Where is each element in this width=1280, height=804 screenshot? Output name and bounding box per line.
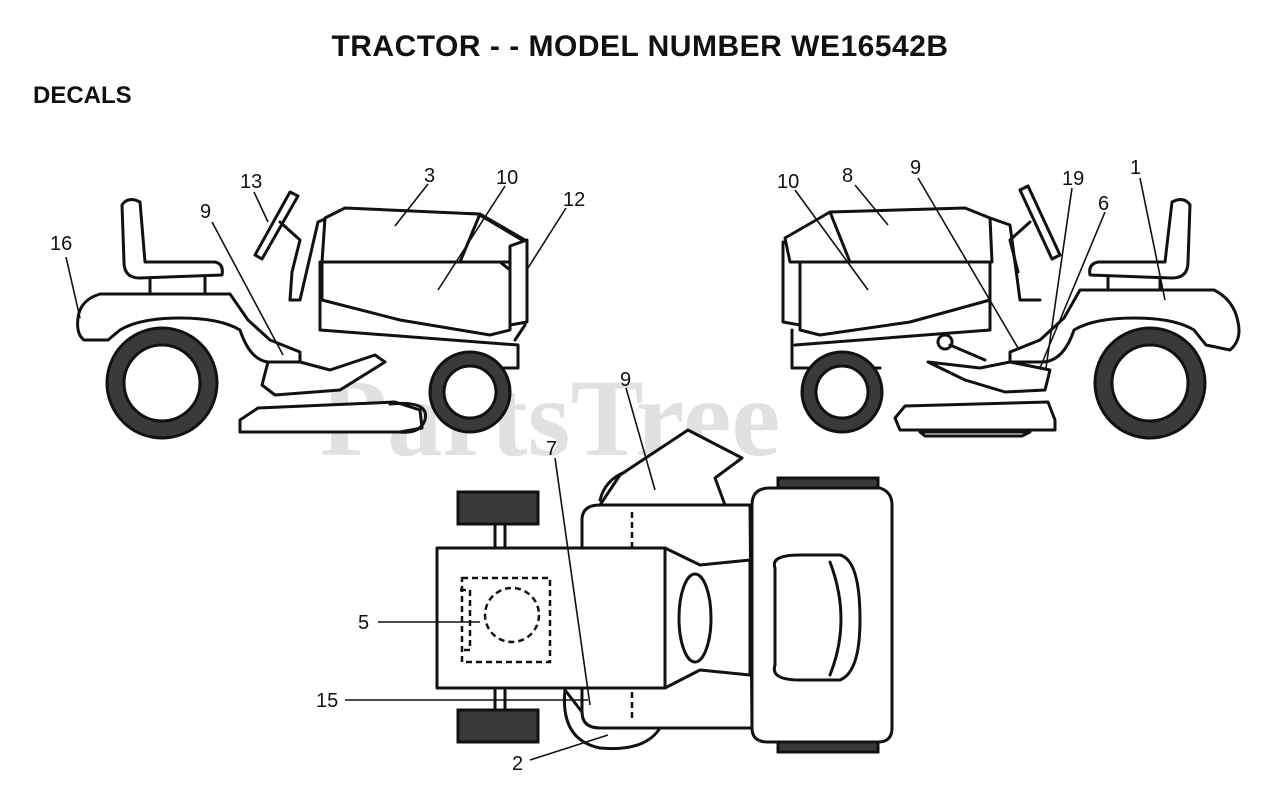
tractor-left-side-view bbox=[76, 190, 529, 440]
callout-left-3: 3 bbox=[424, 165, 435, 187]
callout-left-9: 9 bbox=[200, 201, 211, 223]
callout-right-1: 1 bbox=[1130, 157, 1141, 179]
top-hood-decal-outline bbox=[460, 576, 552, 664]
top-seat bbox=[772, 553, 862, 682]
callout-left-13: 13 bbox=[240, 171, 262, 193]
left-footboard bbox=[260, 353, 387, 397]
left-grille bbox=[508, 238, 529, 327]
tractor-right-side-view bbox=[781, 184, 1241, 440]
tractor-top-view bbox=[435, 428, 894, 754]
left-rear-fender bbox=[76, 292, 302, 364]
left-steering-wheel bbox=[253, 190, 300, 261]
callout-right-19: 19 bbox=[1062, 168, 1084, 190]
callout-top-5: 5 bbox=[358, 612, 369, 634]
callout-right-8: 8 bbox=[842, 165, 853, 187]
top-engine-cap bbox=[677, 572, 713, 664]
callout-labels: 16 13 9 3 10 12 10 8 9 19 1 6 9 7 5 15 2 bbox=[50, 157, 1141, 775]
right-hood bbox=[783, 206, 994, 264]
top-front-right-tire bbox=[456, 708, 540, 744]
left-mower-deck bbox=[238, 400, 424, 434]
right-footboard bbox=[926, 360, 1052, 394]
leader-lines bbox=[65, 177, 1166, 761]
callout-left-16: 16 bbox=[50, 233, 72, 255]
callout-top-2: 2 bbox=[512, 753, 523, 775]
top-front-left-tire bbox=[456, 490, 540, 526]
right-seat bbox=[1088, 198, 1192, 280]
callout-top-7: 7 bbox=[546, 438, 557, 460]
page-title: TRACTOR - - MODEL NUMBER WE16542B bbox=[331, 30, 949, 63]
callout-top-15: 15 bbox=[316, 690, 338, 712]
callout-right-10: 10 bbox=[777, 171, 799, 193]
left-hood bbox=[320, 206, 524, 264]
left-seat bbox=[120, 198, 224, 280]
right-steering-wheel bbox=[1018, 184, 1062, 261]
section-heading: DECALS bbox=[33, 82, 132, 109]
callout-left-10: 10 bbox=[496, 167, 518, 189]
top-hood bbox=[435, 546, 752, 690]
callout-right-6: 6 bbox=[1098, 193, 1109, 215]
right-rear-fender bbox=[1008, 288, 1241, 364]
right-mower-deck bbox=[893, 400, 1057, 432]
callout-left-12: 12 bbox=[563, 189, 585, 211]
callout-top-9: 9 bbox=[620, 369, 631, 391]
top-deck-bulge bbox=[562, 688, 662, 751]
callout-right-9: 9 bbox=[910, 157, 921, 179]
